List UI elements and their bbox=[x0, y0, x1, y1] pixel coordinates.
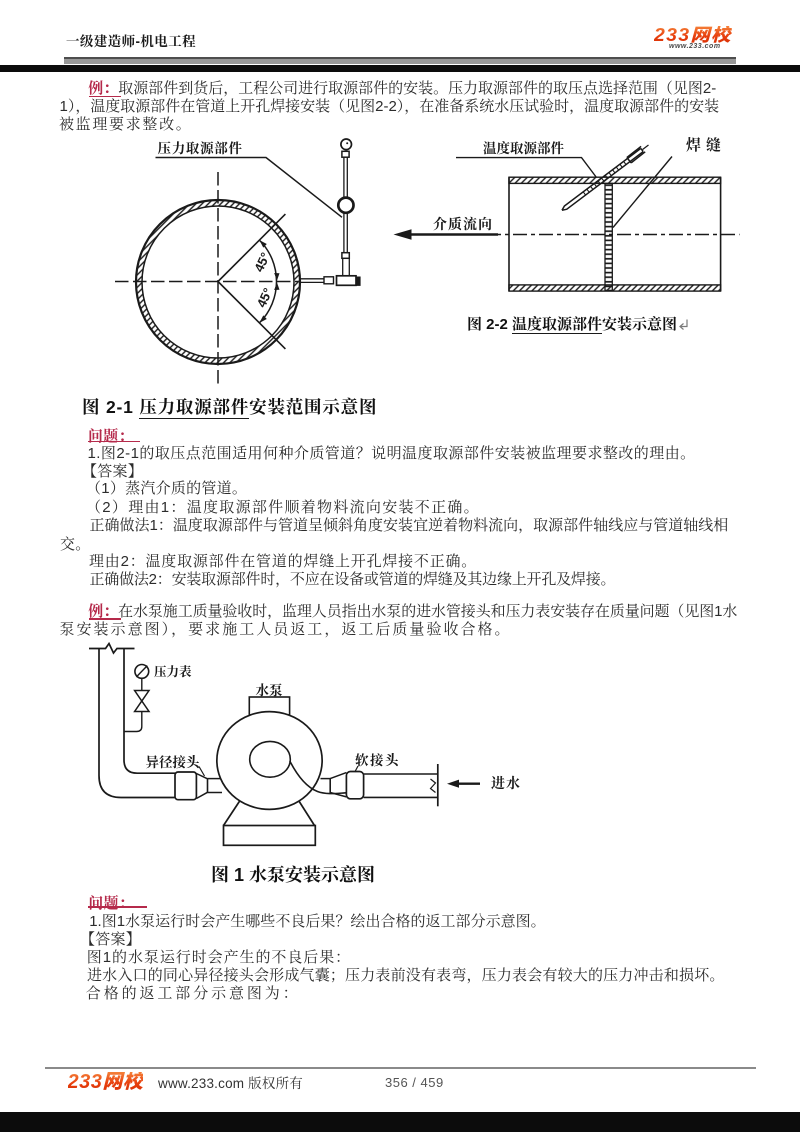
svg-text:45°: 45° bbox=[254, 286, 276, 310]
